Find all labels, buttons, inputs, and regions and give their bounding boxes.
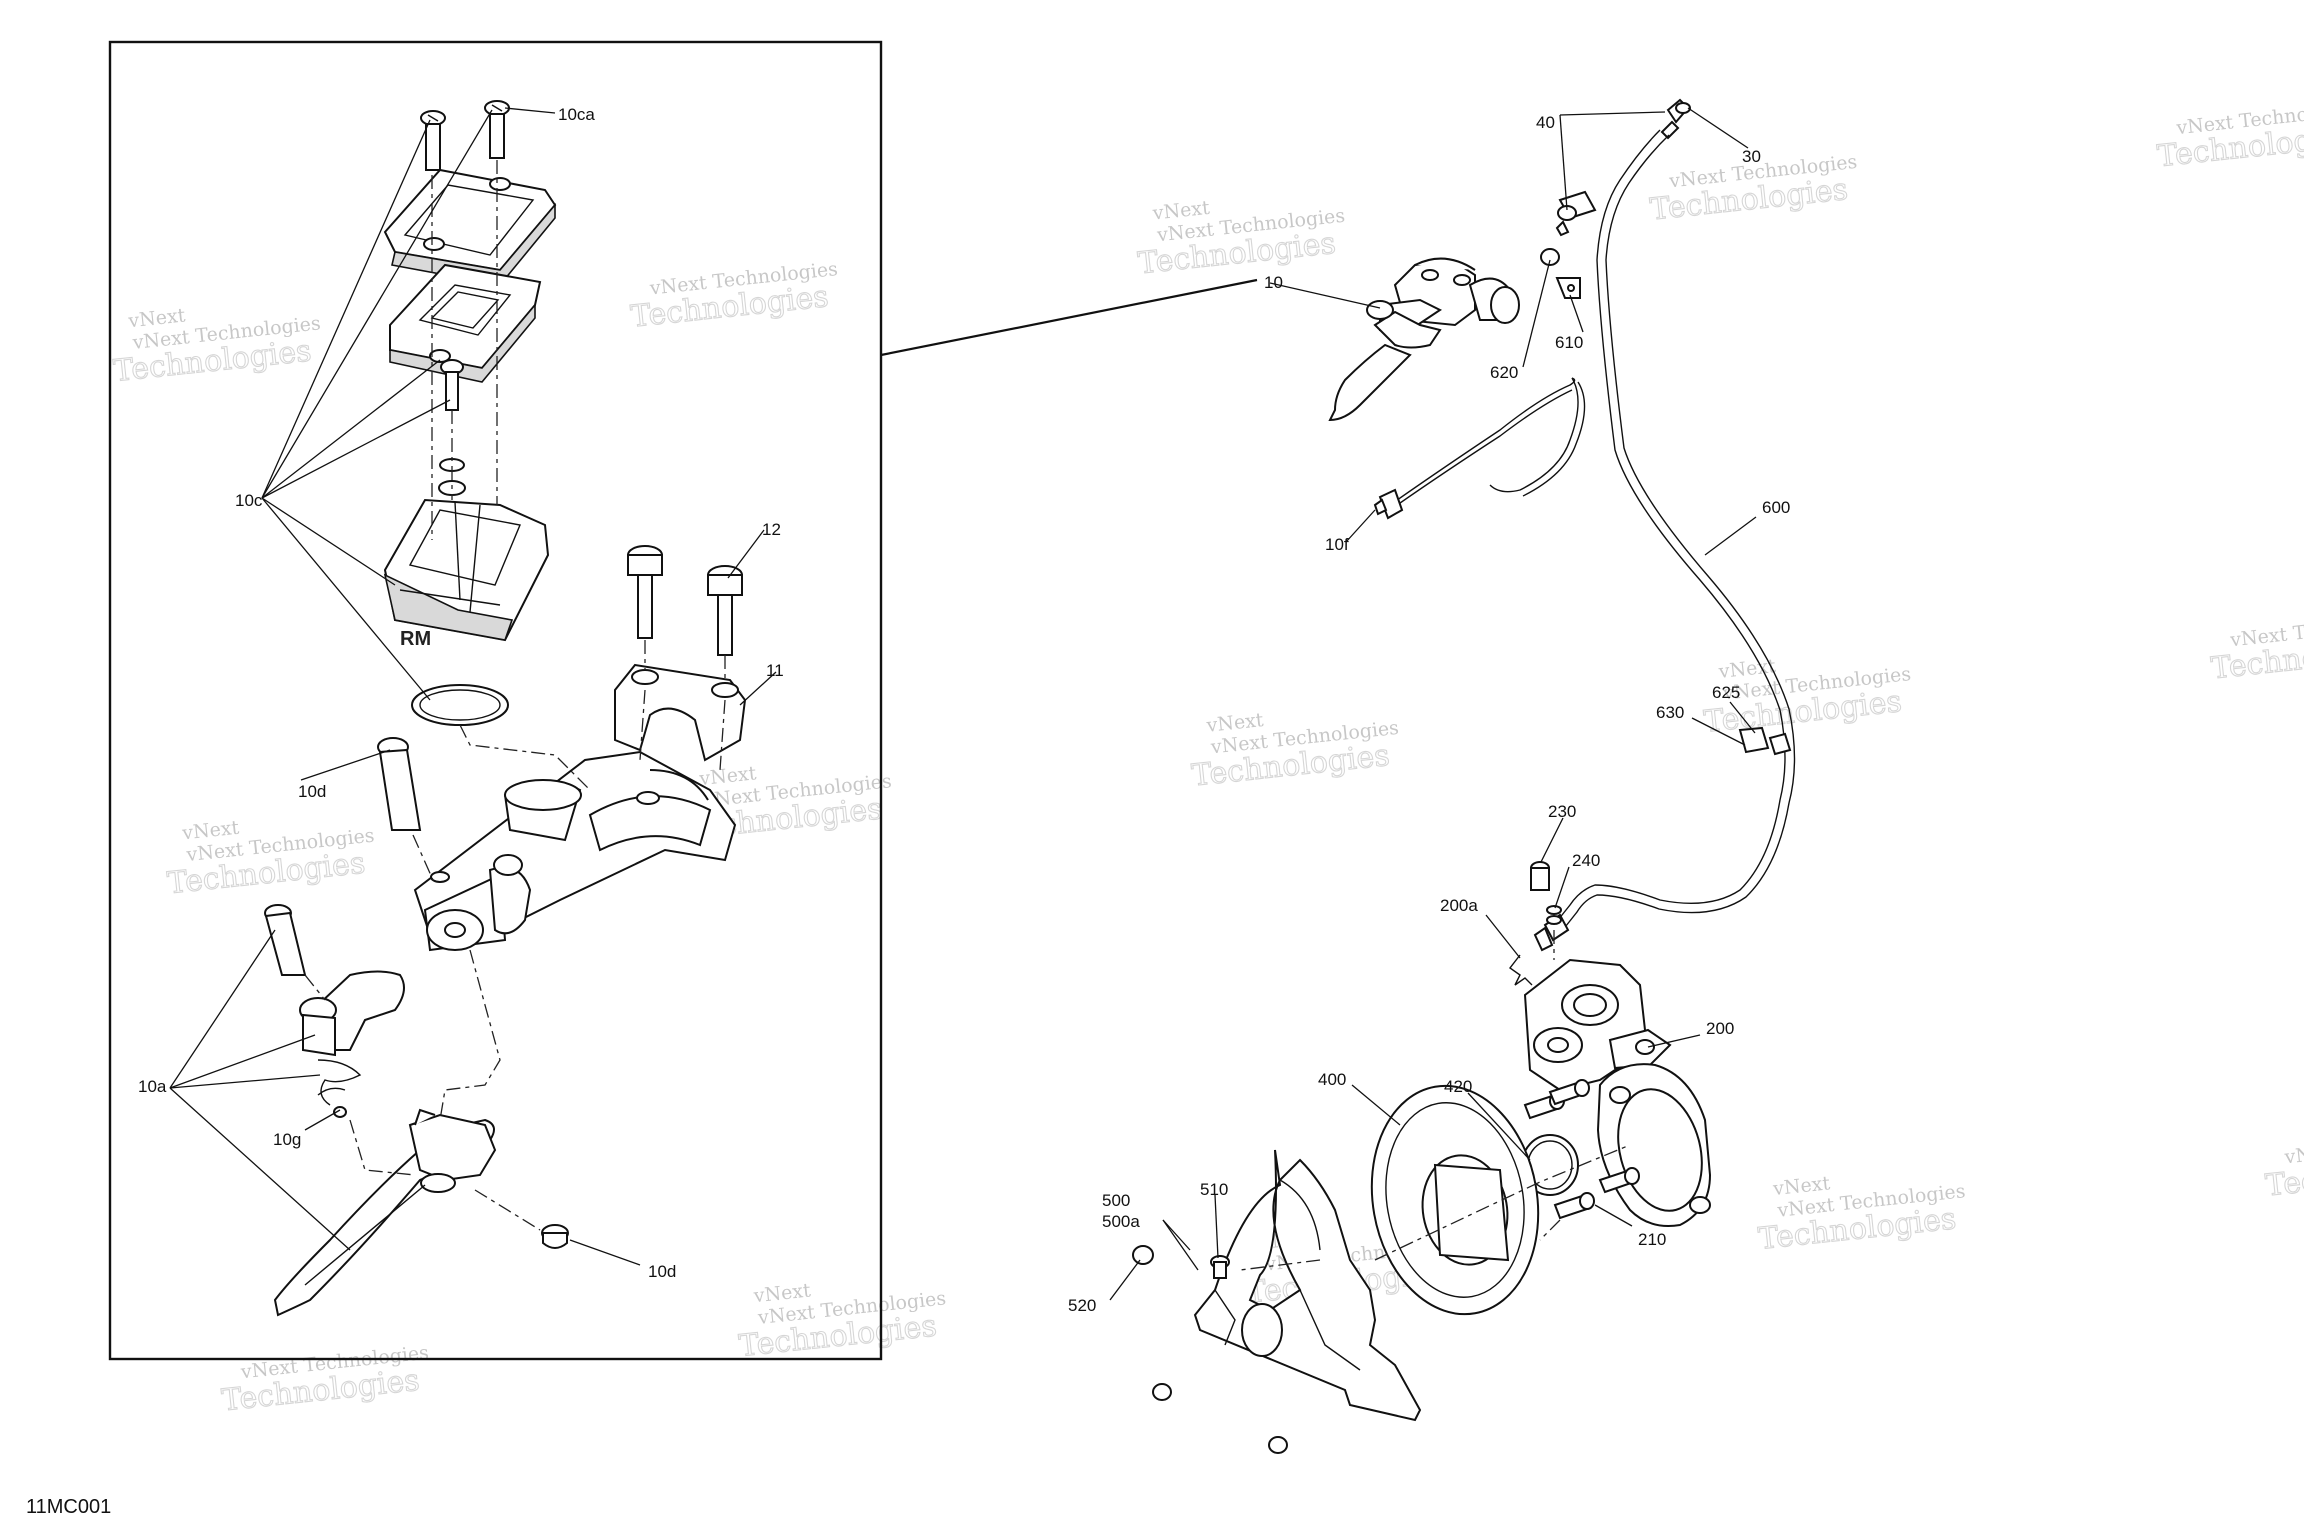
- watermark: vNext vNext Technologies Technologies: [1756, 1172, 1966, 1257]
- label-40: 40: [1536, 113, 1555, 132]
- label-520: 520: [1068, 1296, 1096, 1315]
- watermark: vNext Technologies Technologies: [629, 258, 839, 335]
- part-labels: 10ca 10c 12 11 10d 10a 10g 10d 40 30 10 …: [138, 105, 1790, 1315]
- leader-lines: [169, 107, 1757, 1301]
- label-10d-top: 10d: [298, 782, 326, 801]
- label-500a: 500a: [1102, 1212, 1140, 1231]
- pivot-pin: [377, 737, 422, 831]
- disc-guard: [1193, 1149, 1422, 1422]
- label-12: 12: [762, 520, 781, 539]
- clamp-bolt: [627, 545, 663, 639]
- label-210: 210: [1638, 1230, 1666, 1249]
- master-cylinder-body: [413, 750, 737, 952]
- watermark: vNext vNext Technologies Technologies: [1190, 709, 1400, 794]
- cap-screw: [420, 110, 446, 171]
- label-200: 200: [1706, 1019, 1734, 1038]
- label-510: 510: [1200, 1180, 1228, 1199]
- svg-text:vNext Technologies: vNext Technologies: [2283, 1127, 2304, 1169]
- label-30: 30: [1742, 147, 1761, 166]
- watermark: vNext vNext Technologies Technologies: [737, 1279, 947, 1364]
- label-630: 630: [1656, 703, 1684, 722]
- hose-nut: [1540, 248, 1560, 266]
- label-610: 610: [1555, 333, 1583, 352]
- reservoir-screw: [438, 359, 466, 496]
- label-420: 420: [1444, 1077, 1472, 1096]
- label-240: 240: [1572, 851, 1600, 870]
- reservoir-diaphragm: [389, 263, 542, 383]
- label-600: 600: [1762, 498, 1790, 517]
- reservoir-logo: RM: [400, 628, 431, 650]
- guard-screw: [1210, 1255, 1230, 1279]
- guard-nut: [1268, 1436, 1288, 1454]
- reservoir-cover: [383, 168, 557, 286]
- label-500: 500: [1102, 1191, 1130, 1210]
- label-400: 400: [1318, 1070, 1346, 1089]
- detail-box: [108, 40, 883, 1361]
- brake-hose: [1533, 129, 1796, 952]
- assembly-axes-main: [1239, 930, 1631, 1271]
- hose-clamp: [1555, 277, 1581, 299]
- watermark: vNext vNext Technologies Technologies: [111, 304, 321, 389]
- master-cylinder-assembly: [1328, 257, 1520, 422]
- label-620: 620: [1490, 363, 1518, 382]
- banjo-fitting: [1555, 98, 1691, 237]
- label-625: 625: [1712, 683, 1740, 702]
- brake-lever: [273, 1108, 497, 1317]
- watermark: vNext vNext Technologies Technologies: [1136, 197, 1346, 282]
- clamp-bolt: [707, 565, 743, 656]
- cap-screw: [484, 100, 510, 159]
- drawing-code: 11MC001: [26, 1496, 111, 1518]
- watermark: vNext Technologies Technologies: [220, 1342, 430, 1419]
- lever-nut: [541, 1224, 569, 1249]
- label-10f: 10f: [1325, 535, 1349, 554]
- reservoir-o-ring: [411, 684, 509, 726]
- caliper-bolt: [1553, 1192, 1595, 1220]
- label-10a: 10a: [138, 1077, 167, 1096]
- label-10d-bottom: 10d: [648, 1262, 676, 1281]
- brake-caliper: [1523, 958, 1672, 1092]
- caliper-bolt: [1598, 1167, 1640, 1194]
- label-200a: 200a: [1440, 896, 1478, 915]
- handlebar-clamp: [614, 663, 747, 762]
- watermark: vNext vNext Technologies Technologies: [165, 817, 375, 902]
- label-10: 10: [1264, 273, 1283, 292]
- label-10ca: 10ca: [558, 105, 595, 124]
- label-10c: 10c: [235, 491, 263, 510]
- lever-adjuster: [264, 904, 405, 1118]
- label-10g: 10g: [273, 1130, 301, 1149]
- caliper-bracket: [1596, 1063, 1712, 1227]
- pad-clip: [1508, 954, 1533, 986]
- assembly-axes-detail: [304, 160, 726, 1231]
- watermark: vNext Technologies Technologies: [2155, 98, 2304, 175]
- guard-nut: [1132, 1245, 1154, 1265]
- watermark: vNext Technologies Technologies: [2209, 610, 2304, 687]
- reservoir-body: RM: [383, 498, 550, 650]
- detail-callout-line: [880, 278, 1258, 357]
- bleeder-screw: [1530, 861, 1562, 925]
- watermark: vNext Technologies Technologies: [2263, 1127, 2304, 1204]
- brake-switch-wire: [1373, 377, 1586, 520]
- label-230: 230: [1548, 802, 1576, 821]
- guard-nut: [1152, 1383, 1172, 1401]
- label-11: 11: [766, 661, 784, 680]
- caliper-bolt: [1548, 1079, 1590, 1106]
- brake-disc: [1370, 1084, 1540, 1316]
